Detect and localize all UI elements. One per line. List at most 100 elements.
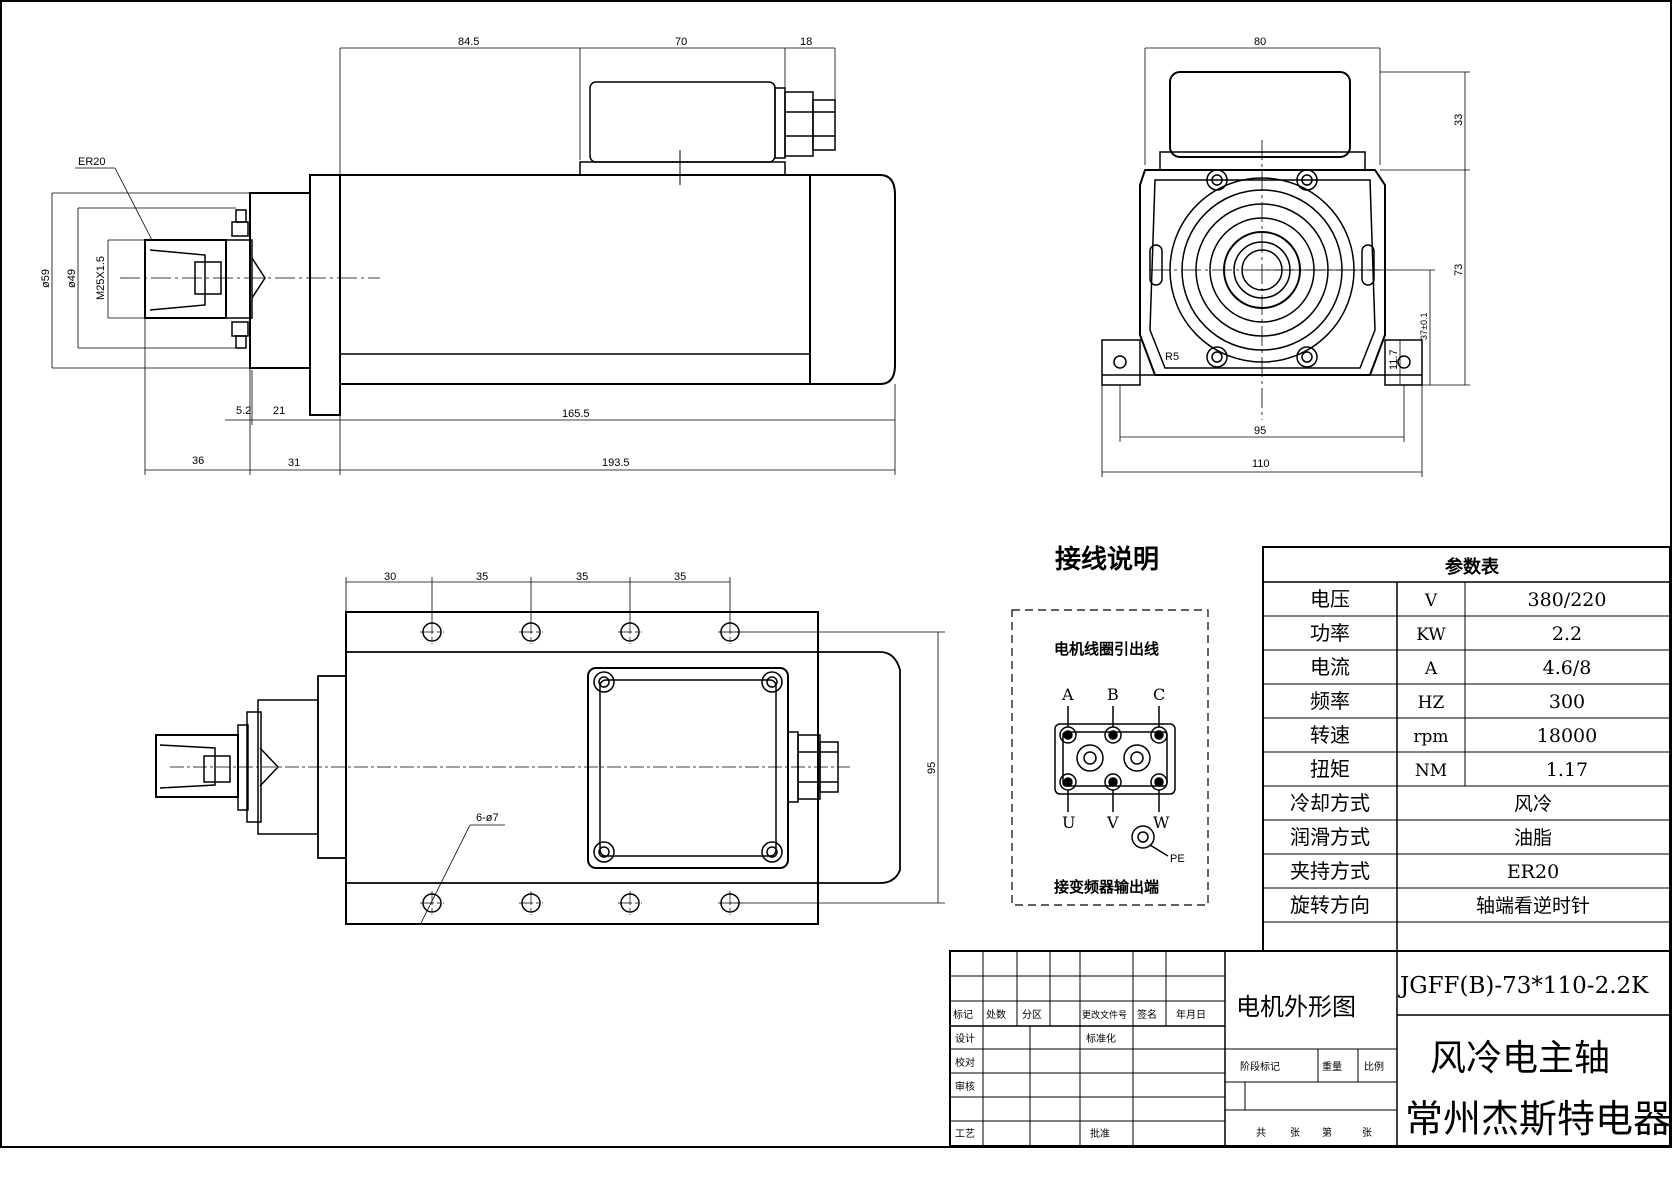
param-name: 扭矩 <box>1310 757 1350 781</box>
standardization: 标准化 <box>1086 1032 1116 1045</box>
param-name: 电流 <box>1310 655 1350 679</box>
wiring-title: 接线说明 <box>1055 545 1159 575</box>
dim-95-front: 95 <box>1254 425 1266 437</box>
dim-110: 110 <box>1252 458 1270 470</box>
rev-h-count: 处数 <box>986 1008 1006 1021</box>
rev-h-doc: 更改文件号 <box>1082 1009 1127 1021</box>
param-name: 旋转方向 <box>1290 893 1370 917</box>
param-value: 风冷 <box>1514 793 1552 815</box>
dim-37: 37±0.1 <box>1419 313 1429 340</box>
terminal-b: B <box>1107 685 1119 704</box>
param-value: 380/220 <box>1528 589 1607 611</box>
dim-70: 70 <box>675 36 687 48</box>
dim-35-c: 35 <box>674 571 686 583</box>
dim-21: 21 <box>273 405 285 417</box>
sign-design: 设计 <box>955 1032 975 1045</box>
param-rows: 电压 V 380/220 功率 KW 2.2 电流 A 4.6/8 频率 HZ 300 转速 rpm 180… <box>1290 587 1606 917</box>
terminal-w: W <box>1153 813 1170 832</box>
param-value: 1.17 <box>1546 759 1588 781</box>
front-dims-text: 80 33 73 37±0.1 11.7 R5 95 110 <box>1165 36 1465 470</box>
dim-95-top: 95 <box>926 762 938 774</box>
top-view <box>155 611 901 925</box>
param-value: 300 <box>1549 691 1585 713</box>
dim-165-5: 165.5 <box>562 408 590 420</box>
dim-30: 30 <box>384 571 396 583</box>
sign-process: 工艺 <box>955 1128 975 1140</box>
dim-18: 18 <box>800 36 812 48</box>
param-value: 油脂 <box>1514 827 1552 849</box>
dim-r5: R5 <box>1165 351 1179 363</box>
param-unit: V <box>1424 591 1438 611</box>
param-value: 4.6/8 <box>1543 657 1592 679</box>
terminal-u: U <box>1062 813 1075 832</box>
param-value: ER20 <box>1507 861 1559 883</box>
param-unit: HZ <box>1418 693 1445 713</box>
sheet-total-b: 张 <box>1290 1127 1300 1139</box>
param-table-title: 参数表 <box>1445 556 1500 578</box>
dim-73: 73 <box>1453 264 1465 276</box>
terminal-block <box>1054 706 1176 857</box>
dim-36: 36 <box>192 455 204 467</box>
param-name: 夹持方式 <box>1290 859 1370 883</box>
param-unit: A <box>1424 659 1438 679</box>
dim-80: 80 <box>1254 36 1266 48</box>
top-view-centerlines <box>170 620 850 915</box>
front-dims-lines <box>1101 47 1470 477</box>
sheet-total-a: 共 <box>1256 1127 1266 1139</box>
param-name: 电压 <box>1310 587 1350 611</box>
label-er20: ER20 <box>78 156 106 168</box>
terminal-c: C <box>1153 685 1165 704</box>
dim-35-b: 35 <box>576 571 588 583</box>
param-value: 18000 <box>1537 725 1597 747</box>
param-unit: KW <box>1416 625 1446 645</box>
dim-dia49: ø49 <box>66 269 78 288</box>
sheet-no-b: 张 <box>1362 1127 1372 1139</box>
company-name: 常州杰斯特电器 <box>1405 1097 1671 1141</box>
scale: 比例 <box>1364 1060 1384 1073</box>
dim-35-a: 35 <box>476 571 488 583</box>
side-view <box>144 81 896 416</box>
side-dims-lines <box>51 47 896 475</box>
terminal-v: V <box>1106 813 1119 832</box>
approve: 批准 <box>1090 1127 1110 1140</box>
side-dims-text: 84.5 70 18 ER20 ø59 ø49 M25X1.5 5.2 21 1… <box>40 36 812 469</box>
param-name: 频率 <box>1310 689 1350 713</box>
wiring-frame <box>1011 609 1209 906</box>
sheet-no-a: 第 <box>1322 1126 1332 1139</box>
terminal-a: A <box>1061 685 1074 704</box>
rev-h-date: 年月日 <box>1176 1008 1206 1021</box>
param-name: 冷却方式 <box>1290 791 1370 815</box>
rev-h-sign: 签名 <box>1137 1008 1157 1021</box>
model-number: JGFF(B)-73*110-2.2K <box>1398 973 1649 999</box>
param-value: 轴端看逆时针 <box>1476 895 1590 917</box>
dim-11-7: 11.7 <box>1388 349 1400 370</box>
stage-mark: 阶段标记 <box>1240 1060 1280 1073</box>
param-value: 2.2 <box>1552 623 1582 645</box>
title-block-grid <box>949 950 1671 1147</box>
param-unit: rpm <box>1413 727 1448 747</box>
title-block-text: 标记 处数 分区 更改文件号 签名 年月日 设计 校对 审核 工艺 标准化 批准… <box>953 1008 1384 1140</box>
rev-h-mark: 标记 <box>953 1009 973 1021</box>
rev-h-zone: 分区 <box>1022 1009 1042 1021</box>
label-holes: 6-ø7 <box>476 812 499 824</box>
param-table-grid <box>1262 546 1671 952</box>
param-name: 功率 <box>1310 621 1350 645</box>
weight: 重量 <box>1322 1060 1342 1073</box>
param-name: 转速 <box>1310 723 1350 747</box>
dim-5-2: 5.2 <box>236 405 251 417</box>
drawing-name: 电机外形图 <box>1236 993 1356 1021</box>
wiring-subtitle: 电机线圈引出线 <box>1054 640 1159 658</box>
top-dims-lines <box>345 577 945 926</box>
dim-31: 31 <box>288 457 300 469</box>
dim-33: 33 <box>1453 114 1465 126</box>
dim-193-5: 193.5 <box>602 457 630 469</box>
top-dims-text: 30 35 35 35 95 6-ø7 <box>384 571 938 824</box>
dim-84-5: 84.5 <box>458 36 479 48</box>
param-name: 润滑方式 <box>1290 825 1370 849</box>
dim-thread: M25X1.5 <box>95 256 107 300</box>
dim-dia59: ø59 <box>40 269 52 288</box>
sign-review: 审核 <box>955 1080 975 1093</box>
product-name: 风冷电主轴 <box>1430 1038 1610 1079</box>
sign-check: 校对 <box>955 1056 975 1069</box>
